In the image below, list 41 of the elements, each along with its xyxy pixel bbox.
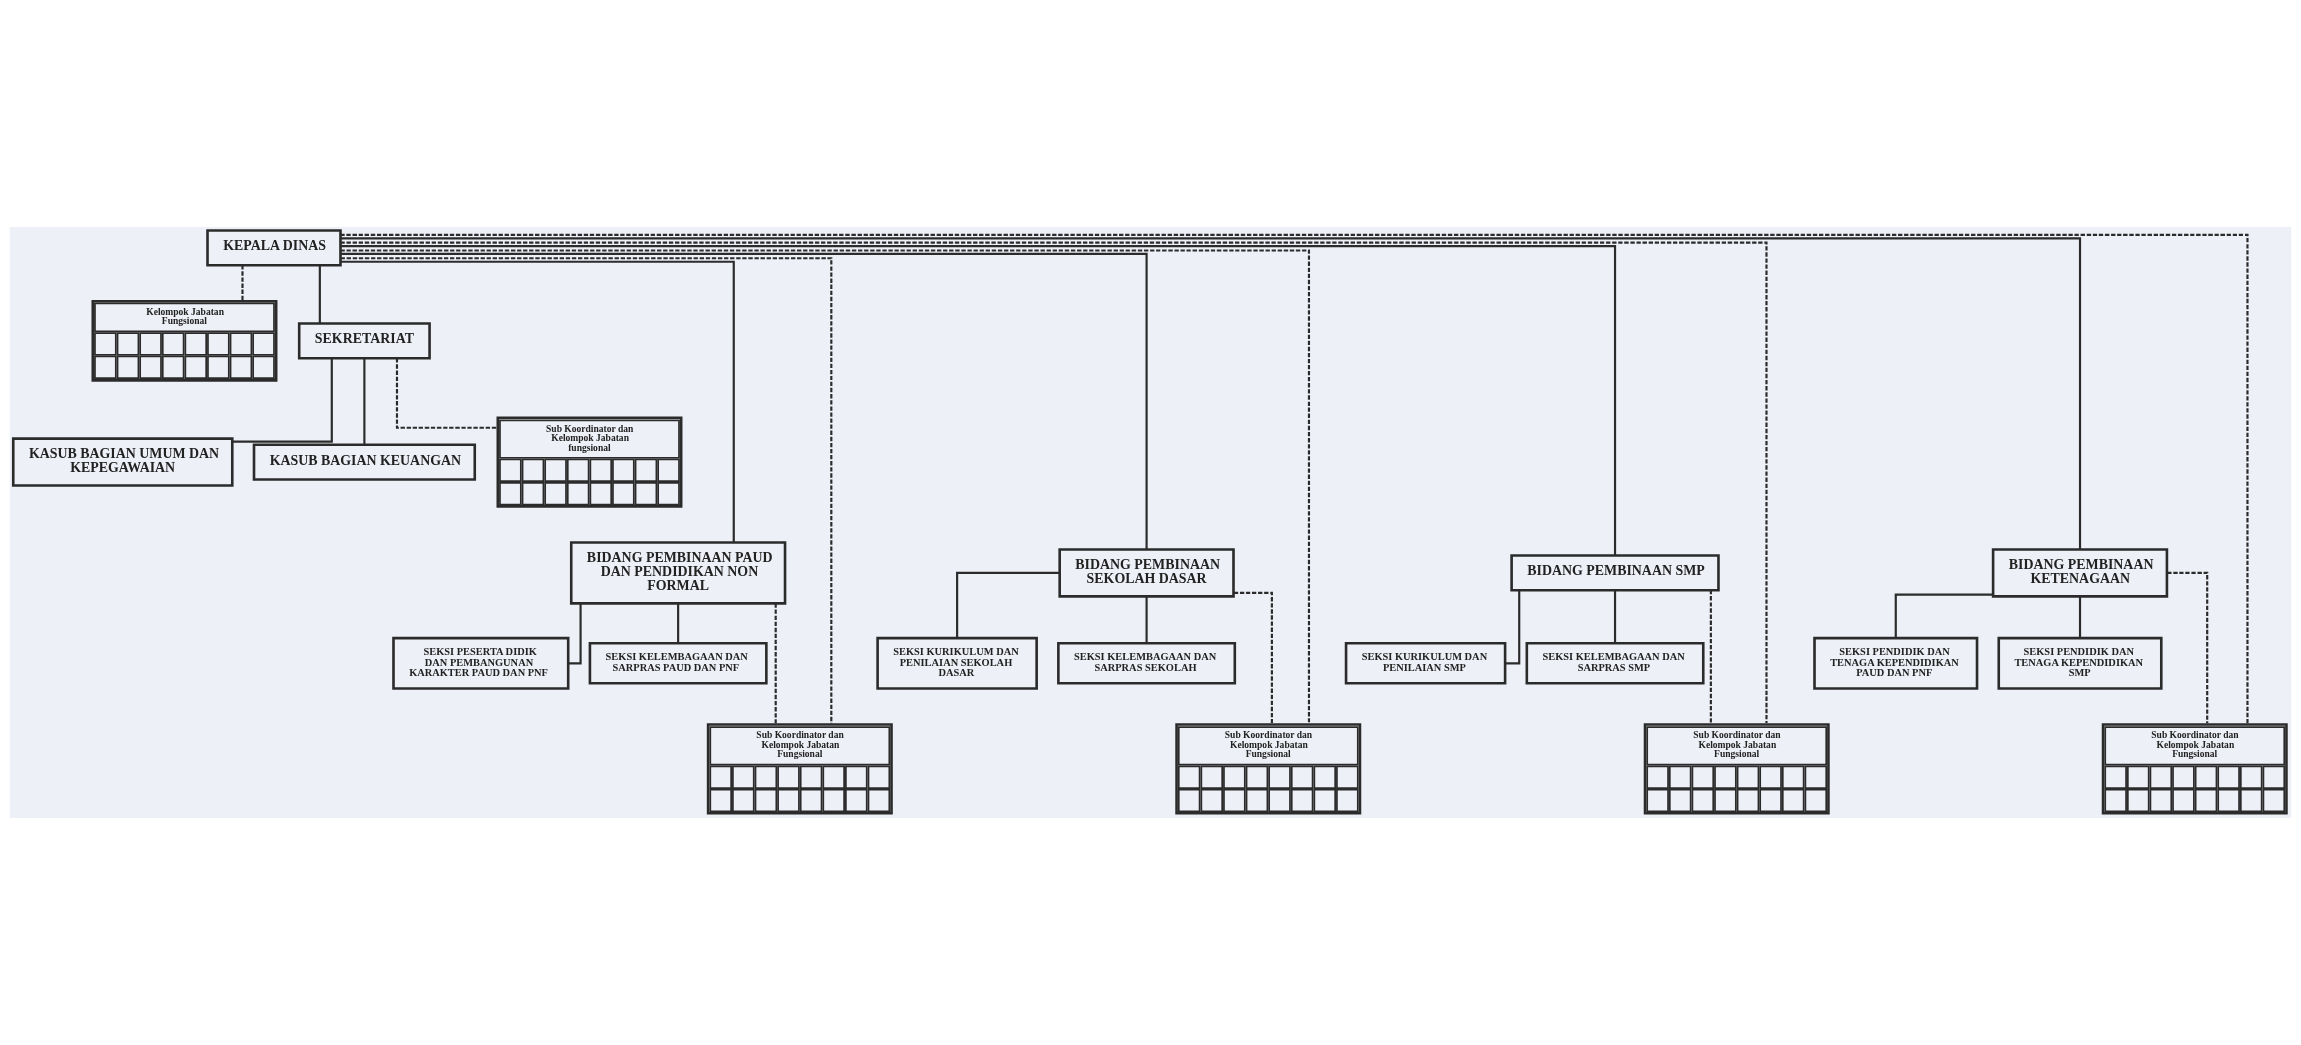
connector (395, 358, 497, 429)
connector (1233, 591, 1273, 724)
connector (340, 260, 735, 543)
node-box: KEPALA DINAS (206, 229, 342, 267)
connector (2166, 571, 2209, 724)
node-box: SEKSI PESERTA DIDIK DAN PEMBANGUNAN KARAKTER PAUD DAN PNF (392, 636, 570, 690)
connector (1894, 593, 1993, 638)
node-box: SEKSI KELEMBAGAAN DAN SARPRAS SMP (1525, 642, 1705, 685)
connector (340, 257, 833, 724)
connector (241, 265, 244, 300)
connector (1709, 590, 1712, 724)
node-box: SEKRETARIAT (297, 322, 431, 360)
connector (318, 265, 321, 324)
node-box: SEKSI KURIKULUM DAN PENILAIAN SEKOLAH DASAR (876, 636, 1038, 690)
node-box: SEKSI PENDIDIK DAN TENAGA KEPENDIDIKAN PAUD DAN PNF (1813, 636, 1979, 690)
connector (774, 603, 777, 724)
node-box: SEKSI KELEMBAGAAN DAN SARPRAS PAUD DAN PNF (588, 642, 768, 685)
connector (677, 603, 680, 644)
node-box: SEKSI KELEMBAGAAN DAN SARPRAS SEKOLAH (1057, 642, 1237, 685)
node-box: SEKSI KURIKULUM DAN PENILAIAN SMP (1344, 642, 1507, 685)
connector (1505, 590, 1521, 665)
node-box: BIDANG PEMBINAAN KETENAGAAN (1991, 548, 2169, 598)
connector (340, 241, 1768, 724)
node-box: BIDANG PEMBINAAN SMP (1510, 554, 1720, 592)
node-box: KASUB BAGIAN KEUANGAN (252, 443, 477, 481)
node-box: BIDANG PEMBINAAN SEKOLAH DASAR (1058, 548, 1235, 598)
connector (2078, 596, 2082, 638)
connector (1145, 596, 1148, 644)
connector (340, 233, 2249, 724)
connector (340, 252, 1148, 550)
connector (568, 603, 582, 665)
node-box: SEKSI PENDIDIK DAN TENAGA KEPENDIDIKAN SMP (1997, 636, 2163, 690)
connector (340, 237, 2082, 550)
connector (340, 249, 1311, 724)
connector (340, 245, 1617, 556)
connector (956, 571, 1060, 638)
node-box: BIDANG PEMBINAAN PAUD DAN PENDIDIKAN NON FORMAL (569, 541, 787, 605)
connector (232, 358, 333, 443)
node-box: KASUB BAGIAN UMUM DAN KEPEGAWAIAN (11, 437, 234, 487)
connector (363, 358, 366, 445)
connector (1613, 590, 1617, 644)
